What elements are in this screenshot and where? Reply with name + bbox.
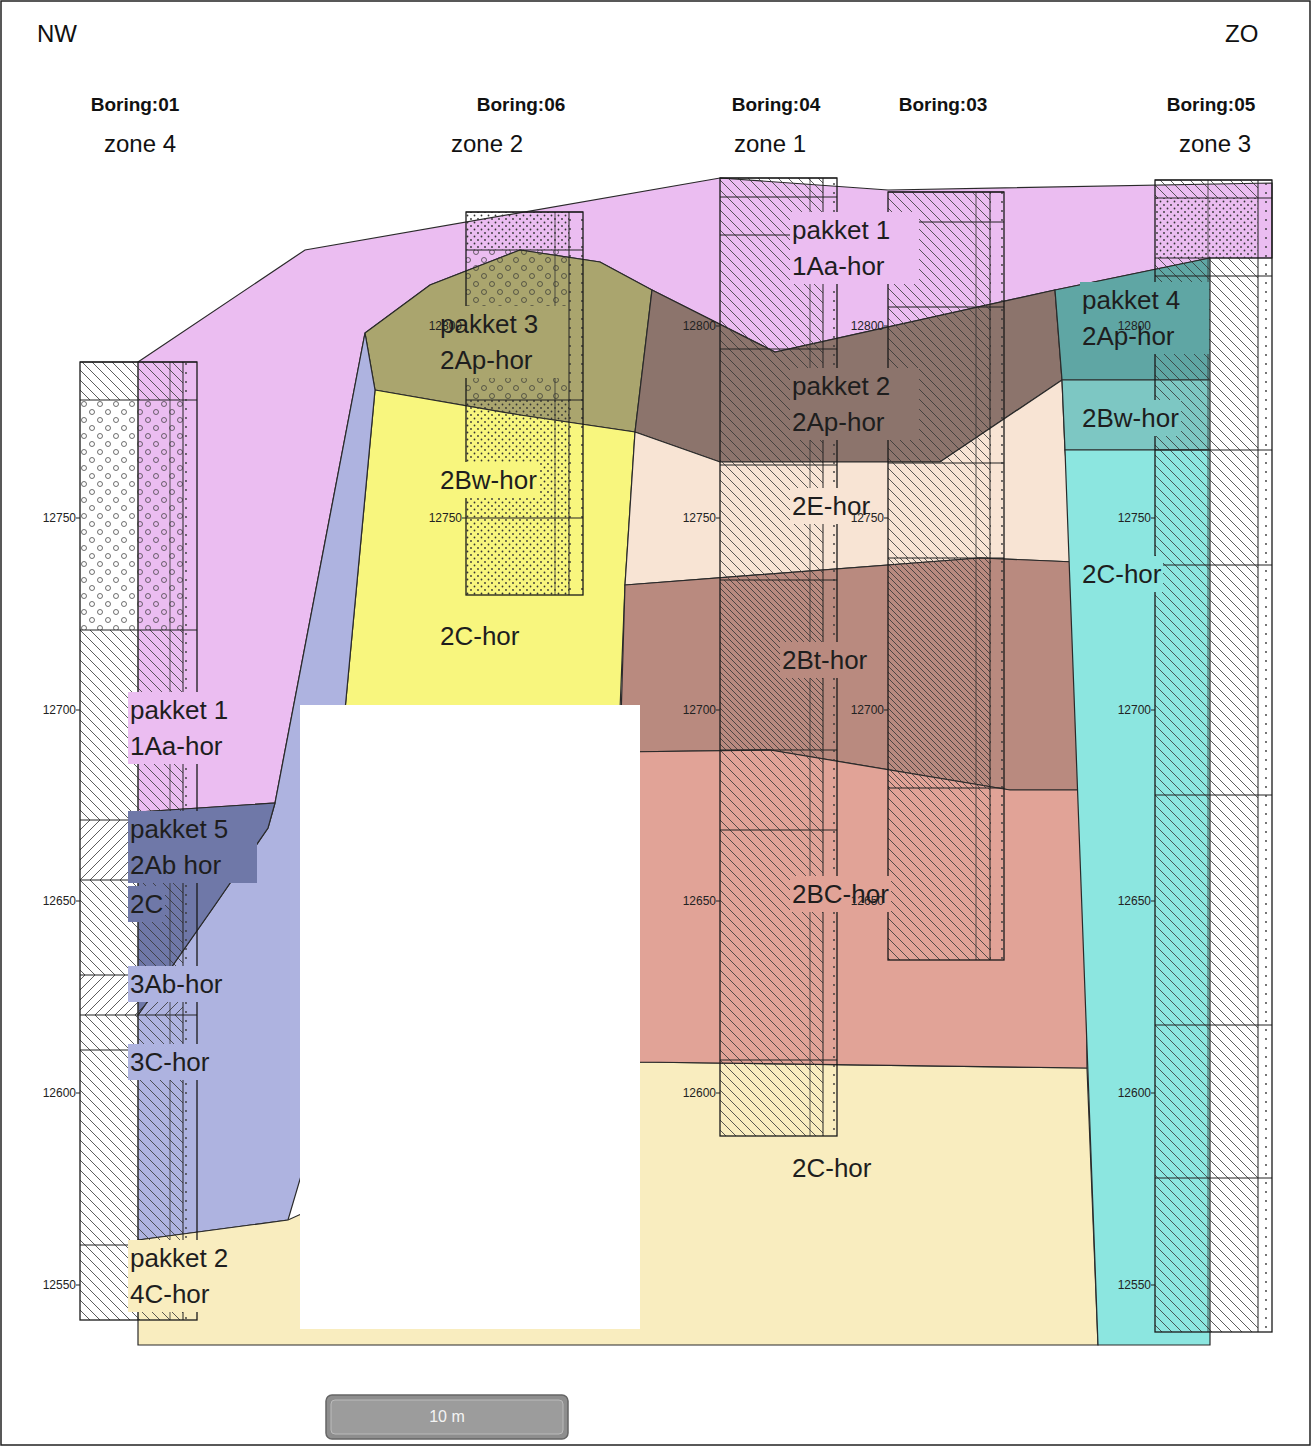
horizon-label: pakket 2 4C-hor: [128, 1240, 257, 1312]
soil-band: 2BC-hor: [618, 748, 1089, 1070]
depth-value: 12550: [1118, 1278, 1151, 1292]
boring-heading: Boring:01: [91, 93, 180, 116]
soil-band: 2Bw-hor: [1060, 378, 1212, 452]
depth-value: 12600: [1118, 1086, 1151, 1100]
boring-strip: [1258, 180, 1272, 1332]
horizon-label: 2C-hor: [438, 618, 521, 654]
scale-bar-inner: [331, 1400, 563, 1434]
section-label: 10 m: [429, 1407, 465, 1426]
depth-value: 12700: [851, 703, 884, 717]
depth-value: 12700: [43, 703, 76, 717]
depth-tick: [76, 1285, 80, 1286]
soil-band: pakket 2 4C-hor2C-hor: [136, 1060, 1100, 1347]
horizon-label: pakket 1 1Aa-hor: [128, 692, 257, 764]
band-outline: [1065, 450, 1210, 1345]
depth-value: 12650: [1118, 894, 1151, 908]
horizon-label: 2C-hor: [1080, 556, 1163, 592]
horizon-label: pakket 1 1Aa-hor: [790, 212, 919, 284]
horizon-label: 2C-hor: [790, 1150, 873, 1186]
soil-band: 2Bw-hor 2C-hor: [343, 388, 637, 712]
horizon-label: pakket 2 2Ap-hor: [790, 368, 919, 440]
depth-value: 12700: [1118, 703, 1151, 717]
horizon-label: 2Bw-hor: [1080, 400, 1181, 436]
horizon-label: 3Ab-hor: [128, 966, 225, 1002]
depth-value: 12600: [683, 1086, 716, 1100]
boring-heading: Boring:05: [1167, 93, 1256, 116]
band-shape: [136, 1060, 1100, 1347]
band-outline: [620, 750, 1087, 1068]
column-line: [1258, 180, 1259, 1332]
depth-value: 12550: [43, 1278, 76, 1292]
section-label: zone 2: [451, 129, 523, 158]
section-label: zone 3: [1179, 129, 1251, 158]
horizon-label: 2Bt-hor: [780, 642, 869, 678]
section-label: zone 1: [734, 129, 806, 158]
soil-band: 3Ab-hor3C-hor: [136, 331, 377, 1242]
depth-value: 12800: [851, 319, 884, 333]
depth-value: 12600: [43, 1086, 76, 1100]
band-outline: [1055, 258, 1210, 380]
boring-heading: Boring:03: [899, 93, 988, 116]
section-label: zone 4: [104, 129, 176, 158]
boring-heading: Boring:06: [477, 93, 566, 116]
band-outline: [1062, 380, 1210, 450]
horizon-label: 2C: [128, 886, 165, 922]
horizon-label: pakket 4 2Ap-hor: [1080, 282, 1209, 354]
depth-tick: [76, 710, 80, 711]
depth-value: 12700: [683, 703, 716, 717]
horizon-label: 2Bw-hor: [438, 462, 539, 498]
scale-bar: [326, 1395, 568, 1439]
depth-value: 12650: [683, 894, 716, 908]
depth-value: 12750: [429, 511, 462, 525]
depth-value: 12650: [43, 894, 76, 908]
band-outline: [138, 1062, 1098, 1345]
horizon-label: pakket 3 2Ap-hor: [438, 306, 567, 378]
boring-heading: Boring:04: [732, 93, 821, 116]
section-label: ZO: [1225, 19, 1258, 48]
band-shape: [343, 388, 637, 712]
depth-value: 12650: [851, 894, 884, 908]
depth-value: 12750: [851, 511, 884, 525]
section-label: NW: [37, 19, 77, 48]
band-outline: [625, 380, 1075, 585]
depth-value: 12750: [43, 511, 76, 525]
depth-tick: [76, 901, 80, 902]
depth-value: 12750: [1118, 511, 1151, 525]
layer-boundary: [720, 178, 837, 179]
depth-value: 12800: [1118, 319, 1151, 333]
depth-tick: [76, 518, 80, 519]
layer-boundary: [1155, 180, 1272, 181]
depth-value: 12750: [683, 511, 716, 525]
horizon-label: 3C-hor: [128, 1044, 211, 1080]
depth-value: 12800: [683, 319, 716, 333]
depth-tick: [76, 1093, 80, 1094]
depth-value: 12800: [429, 319, 462, 333]
horizon-label: pakket 5 2Ab hor: [128, 811, 257, 883]
band-shape: [136, 331, 377, 1242]
band-outline: [345, 390, 635, 710]
band-outline: [138, 333, 375, 1240]
